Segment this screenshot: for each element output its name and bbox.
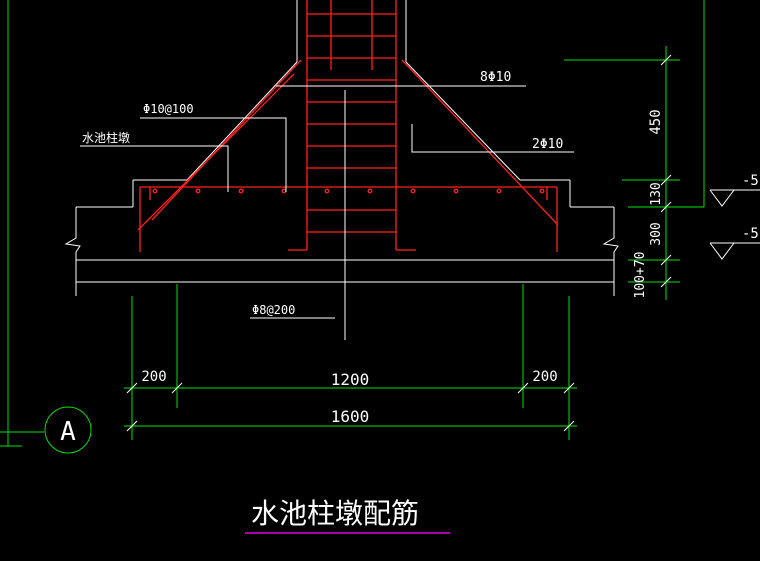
horizontal-dimensions: [124, 284, 577, 440]
left-frame-line: [0, 0, 44, 447]
label-rebar-stirrup: Φ10@100: [143, 102, 194, 116]
drawing-title: 水池柱墩配筋: [251, 497, 419, 530]
dim-h-total: 1600: [331, 407, 370, 426]
elevation-marker-upper: -5: [709, 173, 760, 207]
elevation-upper: -5: [742, 173, 759, 189]
rebar-group: [137, 0, 559, 252]
dim-h-left: 200: [141, 369, 166, 385]
vertical-dimensions: [564, 0, 705, 300]
pier-outline: [64, 0, 619, 296]
dim-v-100-70: 100+70: [633, 252, 648, 299]
dim-h-mid: 1200: [331, 370, 370, 389]
label-rebar-top: 8Φ10: [480, 70, 511, 85]
dim-v-300: 300: [649, 222, 664, 245]
label-rebar-bottom: Φ8@200: [252, 303, 295, 317]
label-pier-name: 水池柱墩: [82, 130, 130, 145]
label-rebar-slope: 2Φ10: [532, 137, 563, 152]
rebar-dots: [152, 188, 545, 194]
elevation-lower: -5: [742, 226, 759, 242]
axis-bubble: A: [44, 406, 92, 454]
dim-v-130: 130: [649, 182, 664, 205]
axis-label: A: [60, 417, 76, 447]
dim-v-450: 450: [648, 109, 664, 134]
dim-h-right: 200: [532, 369, 557, 385]
elevation-marker-lower: -5: [709, 226, 760, 260]
leaders: [80, 85, 574, 340]
